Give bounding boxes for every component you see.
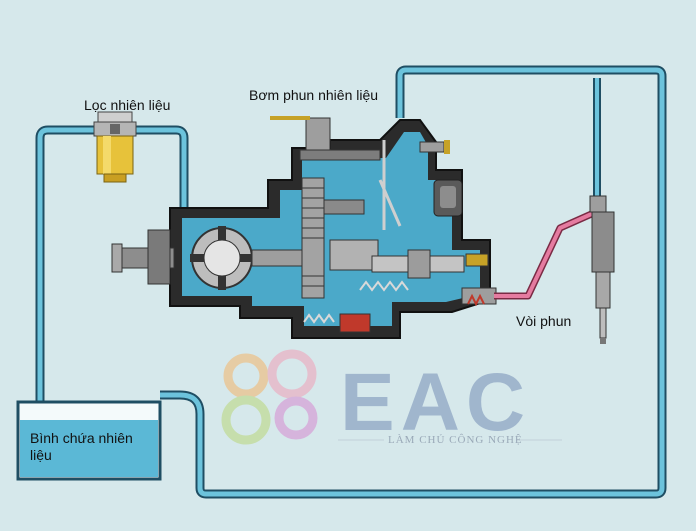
fuel-filter-icon	[93, 111, 137, 183]
eac-logo-icon	[221, 349, 562, 445]
logo-text: EAC	[340, 357, 532, 448]
injector-icon	[589, 195, 615, 344]
fuel-tank-label: Bình chứa nhiên liệu	[30, 430, 133, 463]
return-fuel-line	[160, 65, 667, 499]
logo-slogan: LÀM CHỦ CÔNG NGHỆ	[388, 434, 523, 446]
supply-fuel-line	[35, 125, 189, 458]
injector-label: Vòi phun	[516, 313, 572, 329]
injection-pump	[111, 116, 497, 339]
fuel-filter-label: Lọc nhiên liệu	[84, 97, 171, 113]
high-pressure-line	[494, 208, 598, 300]
injection-pump-label: Bơm phun nhiên liệu	[249, 87, 379, 103]
fuel-tank	[16, 400, 162, 481]
